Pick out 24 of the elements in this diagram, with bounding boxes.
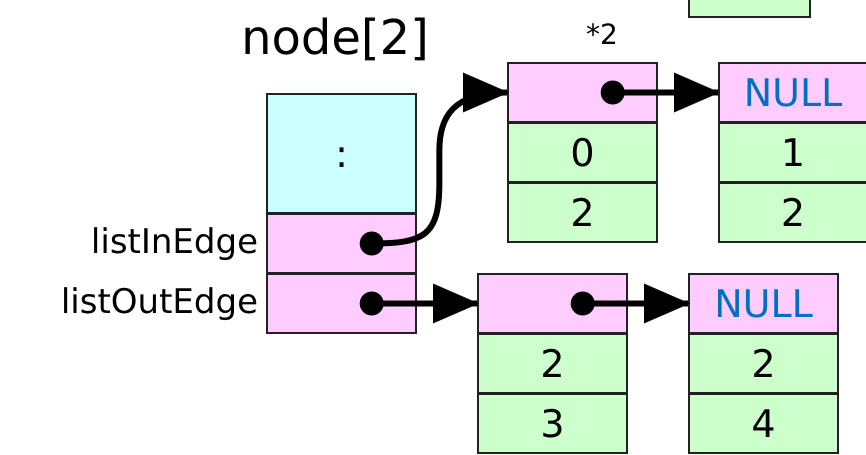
- field-cell: 2: [688, 333, 839, 394]
- annotation: *2: [586, 18, 618, 51]
- field-cell: 2: [477, 333, 628, 394]
- field-cell: 0: [507, 122, 658, 183]
- field-cell: 2: [507, 182, 658, 243]
- field-name: listOutEdge: [60, 282, 258, 322]
- field-cell: 1: [718, 122, 866, 183]
- field-cell: 3: [477, 393, 628, 454]
- pointer-cell: NULL: [718, 62, 866, 123]
- pointer-arrow: [570, 284, 690, 324]
- pointer-cell: NULL: [688, 273, 839, 334]
- field-name: listInEdge: [90, 222, 258, 262]
- pointer-arrow: [360, 74, 509, 256]
- pointer-cell: [266, 213, 417, 274]
- pointer-cell: [507, 62, 658, 123]
- pointer-arrow: [360, 284, 479, 324]
- pointer-cell: [266, 273, 417, 334]
- pointer-cell: [477, 273, 628, 334]
- field-cell: 4: [688, 393, 839, 454]
- field-cell: :: [266, 93, 417, 214]
- pointer-arrow: [600, 72, 720, 112]
- field-cell: [688, 0, 811, 18]
- field-cell: 2: [718, 182, 866, 243]
- node-title: node[2]: [240, 9, 430, 68]
